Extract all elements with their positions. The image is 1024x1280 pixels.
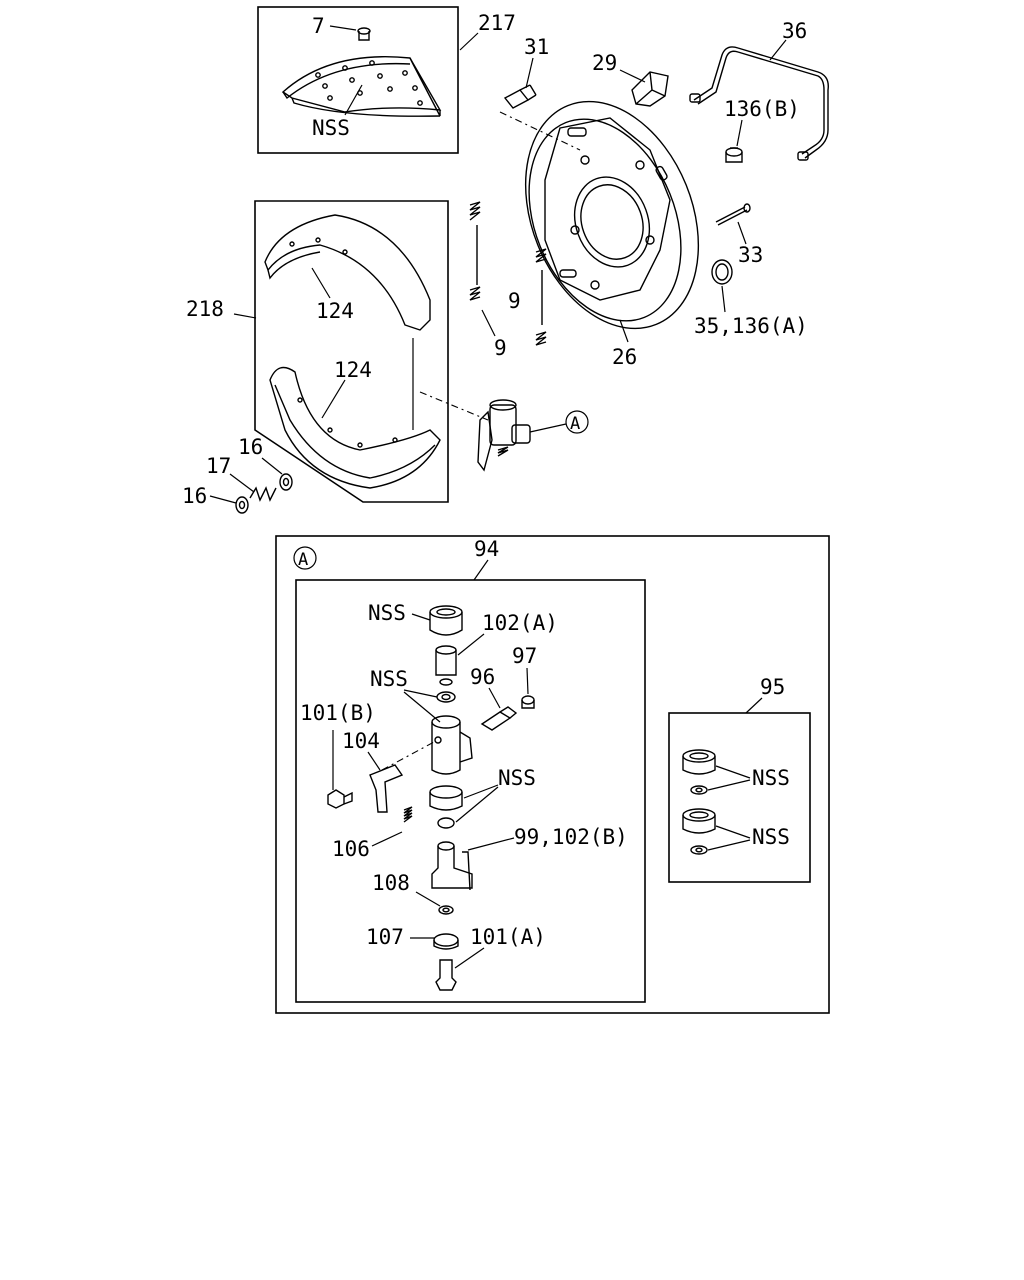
cylinder-assembly-frame — [295, 579, 646, 1003]
detail-a-frame — [275, 535, 830, 1014]
label-9-left: 9 — [494, 336, 507, 360]
label-17: 17 — [206, 454, 231, 478]
washer-16-top-part — [279, 473, 293, 491]
label-31: 31 — [524, 35, 549, 59]
label-99-102b: 99,102(B) — [514, 825, 628, 849]
brake-shoe-lower-part — [269, 366, 441, 489]
label-217: 217 — [478, 11, 516, 35]
label-nss-piston: NSS — [498, 766, 536, 790]
rivet-part — [357, 27, 371, 41]
label-94: 94 — [474, 537, 499, 561]
bracket-29-part — [631, 71, 669, 107]
label-nss-lining: NSS — [312, 116, 350, 140]
spring-9-right-part — [535, 248, 547, 346]
wheel-107-part — [433, 933, 459, 950]
guide-line — [419, 391, 489, 421]
bleeder-96-part — [480, 706, 518, 731]
brake-shoe-upper-part — [264, 214, 431, 331]
label-26: 26 — [612, 345, 637, 369]
detail-a-marker — [293, 546, 317, 570]
washer-108-part — [438, 905, 454, 915]
wheel-cylinder-part — [477, 399, 531, 472]
callout-a-marker — [565, 410, 589, 434]
label-108: 108 — [372, 871, 410, 895]
label-nss-cup: NSS — [368, 601, 406, 625]
connector-136b-part — [725, 147, 743, 163]
label-36: 36 — [782, 19, 807, 43]
washer-16-bottom-part — [235, 496, 249, 514]
spring-17-part — [249, 486, 277, 502]
label-124-top: 124 — [316, 299, 354, 323]
label-95: 95 — [760, 675, 785, 699]
piston-cup-part — [429, 605, 463, 636]
bolt-31-part — [503, 84, 537, 109]
backing-plate-part — [524, 100, 700, 330]
bolt-101b-part — [327, 789, 353, 809]
label-29: 29 — [592, 51, 617, 75]
label-101b: 101(B) — [300, 701, 376, 725]
seal-nss-part — [436, 691, 456, 703]
piston-102a-part — [435, 645, 457, 686]
cylinder-body-part — [431, 715, 473, 775]
label-9-right: 9 — [508, 289, 521, 313]
kit-cup-2-part — [682, 808, 716, 855]
brake-shoe-frame — [254, 200, 449, 503]
label-callout-a: A — [570, 414, 580, 434]
plug-35-part — [711, 259, 733, 285]
label-35-136a: 35,136(A) — [694, 314, 808, 338]
label-96: 96 — [470, 665, 495, 689]
spring-106-part — [403, 806, 413, 823]
brake-lining-part — [281, 56, 442, 117]
bolt-101a-part — [435, 959, 457, 991]
label-nss-kit-1: NSS — [752, 766, 790, 790]
label-nss-seal: NSS — [370, 667, 408, 691]
label-101a: 101(A) — [470, 925, 546, 949]
lever-104-part — [369, 764, 404, 813]
kit-cup-1-part — [682, 749, 716, 795]
lining-kit-frame — [257, 6, 459, 154]
pin-33-part — [715, 203, 751, 226]
cap-97-part — [521, 695, 535, 709]
label-124-bottom: 124 — [334, 358, 372, 382]
label-nss-kit-2: NSS — [752, 825, 790, 849]
label-16-top: 16 — [238, 435, 263, 459]
brake-pipe-36-part — [689, 46, 829, 161]
label-97: 97 — [512, 644, 537, 668]
label-16-bottom: 16 — [182, 484, 207, 508]
label-104: 104 — [342, 729, 380, 753]
spring-9-left-part — [469, 201, 481, 301]
label-106: 106 — [332, 837, 370, 861]
label-136b: 136(B) — [724, 97, 800, 121]
piston-nss-part — [429, 785, 463, 829]
label-33: 33 — [738, 243, 763, 267]
label-218: 218 — [186, 297, 224, 321]
label-102a: 102(A) — [482, 611, 558, 635]
adjuster-99-part — [431, 841, 473, 891]
label-107: 107 — [366, 925, 404, 949]
label-detail-a: A — [298, 550, 308, 570]
repair-kit-frame — [668, 712, 811, 883]
label-7: 7 — [312, 14, 325, 38]
